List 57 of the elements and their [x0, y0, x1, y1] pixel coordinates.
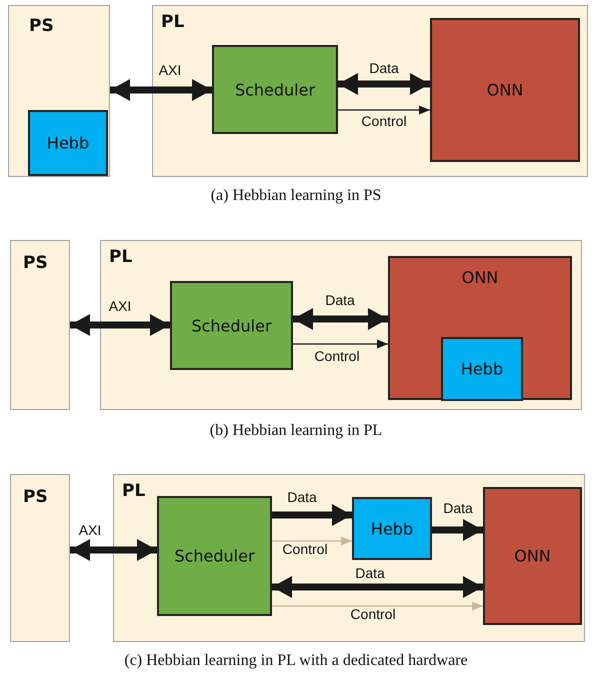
- panel-box: [10, 240, 70, 410]
- arrow: [338, 106, 430, 114]
- panel-title: PS: [23, 253, 48, 273]
- edge-label: Data: [443, 500, 473, 516]
- panel-box: [8, 5, 110, 177]
- panel-title: PL: [109, 247, 132, 267]
- panel-title: PS: [29, 16, 54, 36]
- panel-title: PL: [161, 12, 184, 32]
- block-label: Hebb: [460, 360, 504, 378]
- edge-label: Control: [350, 606, 396, 622]
- arrow: [272, 602, 483, 610]
- thick-arrow: [70, 539, 157, 561]
- thick-arrow: [432, 519, 483, 541]
- onn-box: [483, 487, 582, 625]
- arrow: [293, 340, 388, 348]
- hebb-box: [28, 110, 108, 176]
- edge-label: Control: [314, 348, 360, 364]
- thick-arrow: [272, 504, 352, 526]
- panel-title: PL: [122, 481, 146, 501]
- scheduler-box: [212, 45, 338, 134]
- block-label: Hebb: [370, 519, 414, 538]
- onn-box: [388, 256, 572, 400]
- block-label: ONN: [486, 80, 524, 100]
- block-label: ONN: [462, 268, 498, 287]
- panel-box: [100, 240, 582, 410]
- arrow: [272, 536, 352, 546]
- edge-label: Data: [369, 60, 399, 76]
- block-label: Hebb: [46, 134, 90, 152]
- edge-label: AXI: [78, 522, 102, 538]
- block-label: Scheduler: [174, 546, 255, 566]
- figure-caption: (c) Hebbian learning in PL with a dedicated hardware: [123, 652, 469, 670]
- thick-arrow: [70, 314, 170, 336]
- edge-label: Data: [325, 292, 355, 308]
- edge-label: Control: [282, 541, 328, 557]
- thick-arrow: [272, 576, 483, 598]
- scheduler-box: [157, 496, 272, 616]
- figure-caption: (a) Hebbian learning in PS: [210, 187, 382, 205]
- panel-box: [113, 474, 585, 642]
- panel-title: PS: [23, 487, 48, 507]
- thick-arrow: [110, 79, 212, 101]
- edge-label: Data: [355, 565, 385, 581]
- edge-label: AXI: [158, 62, 182, 78]
- block-label: Scheduler: [234, 80, 316, 99]
- edge-label: AXI: [108, 298, 132, 314]
- edge-label: Control: [361, 113, 407, 129]
- figure-caption: (b) Hebbian learning in PL: [208, 422, 384, 440]
- block-label: ONN: [514, 546, 551, 566]
- panel-box: [152, 5, 588, 177]
- onn-box: [430, 18, 580, 162]
- thick-arrow: [338, 73, 430, 95]
- thick-arrow: [293, 308, 388, 330]
- hebb-box: [441, 337, 523, 401]
- panel-box: [10, 474, 70, 642]
- edge-label: Data: [287, 489, 317, 505]
- block-label: Scheduler: [191, 316, 272, 335]
- hebb-box: [352, 497, 432, 560]
- scheduler-box: [170, 281, 293, 370]
